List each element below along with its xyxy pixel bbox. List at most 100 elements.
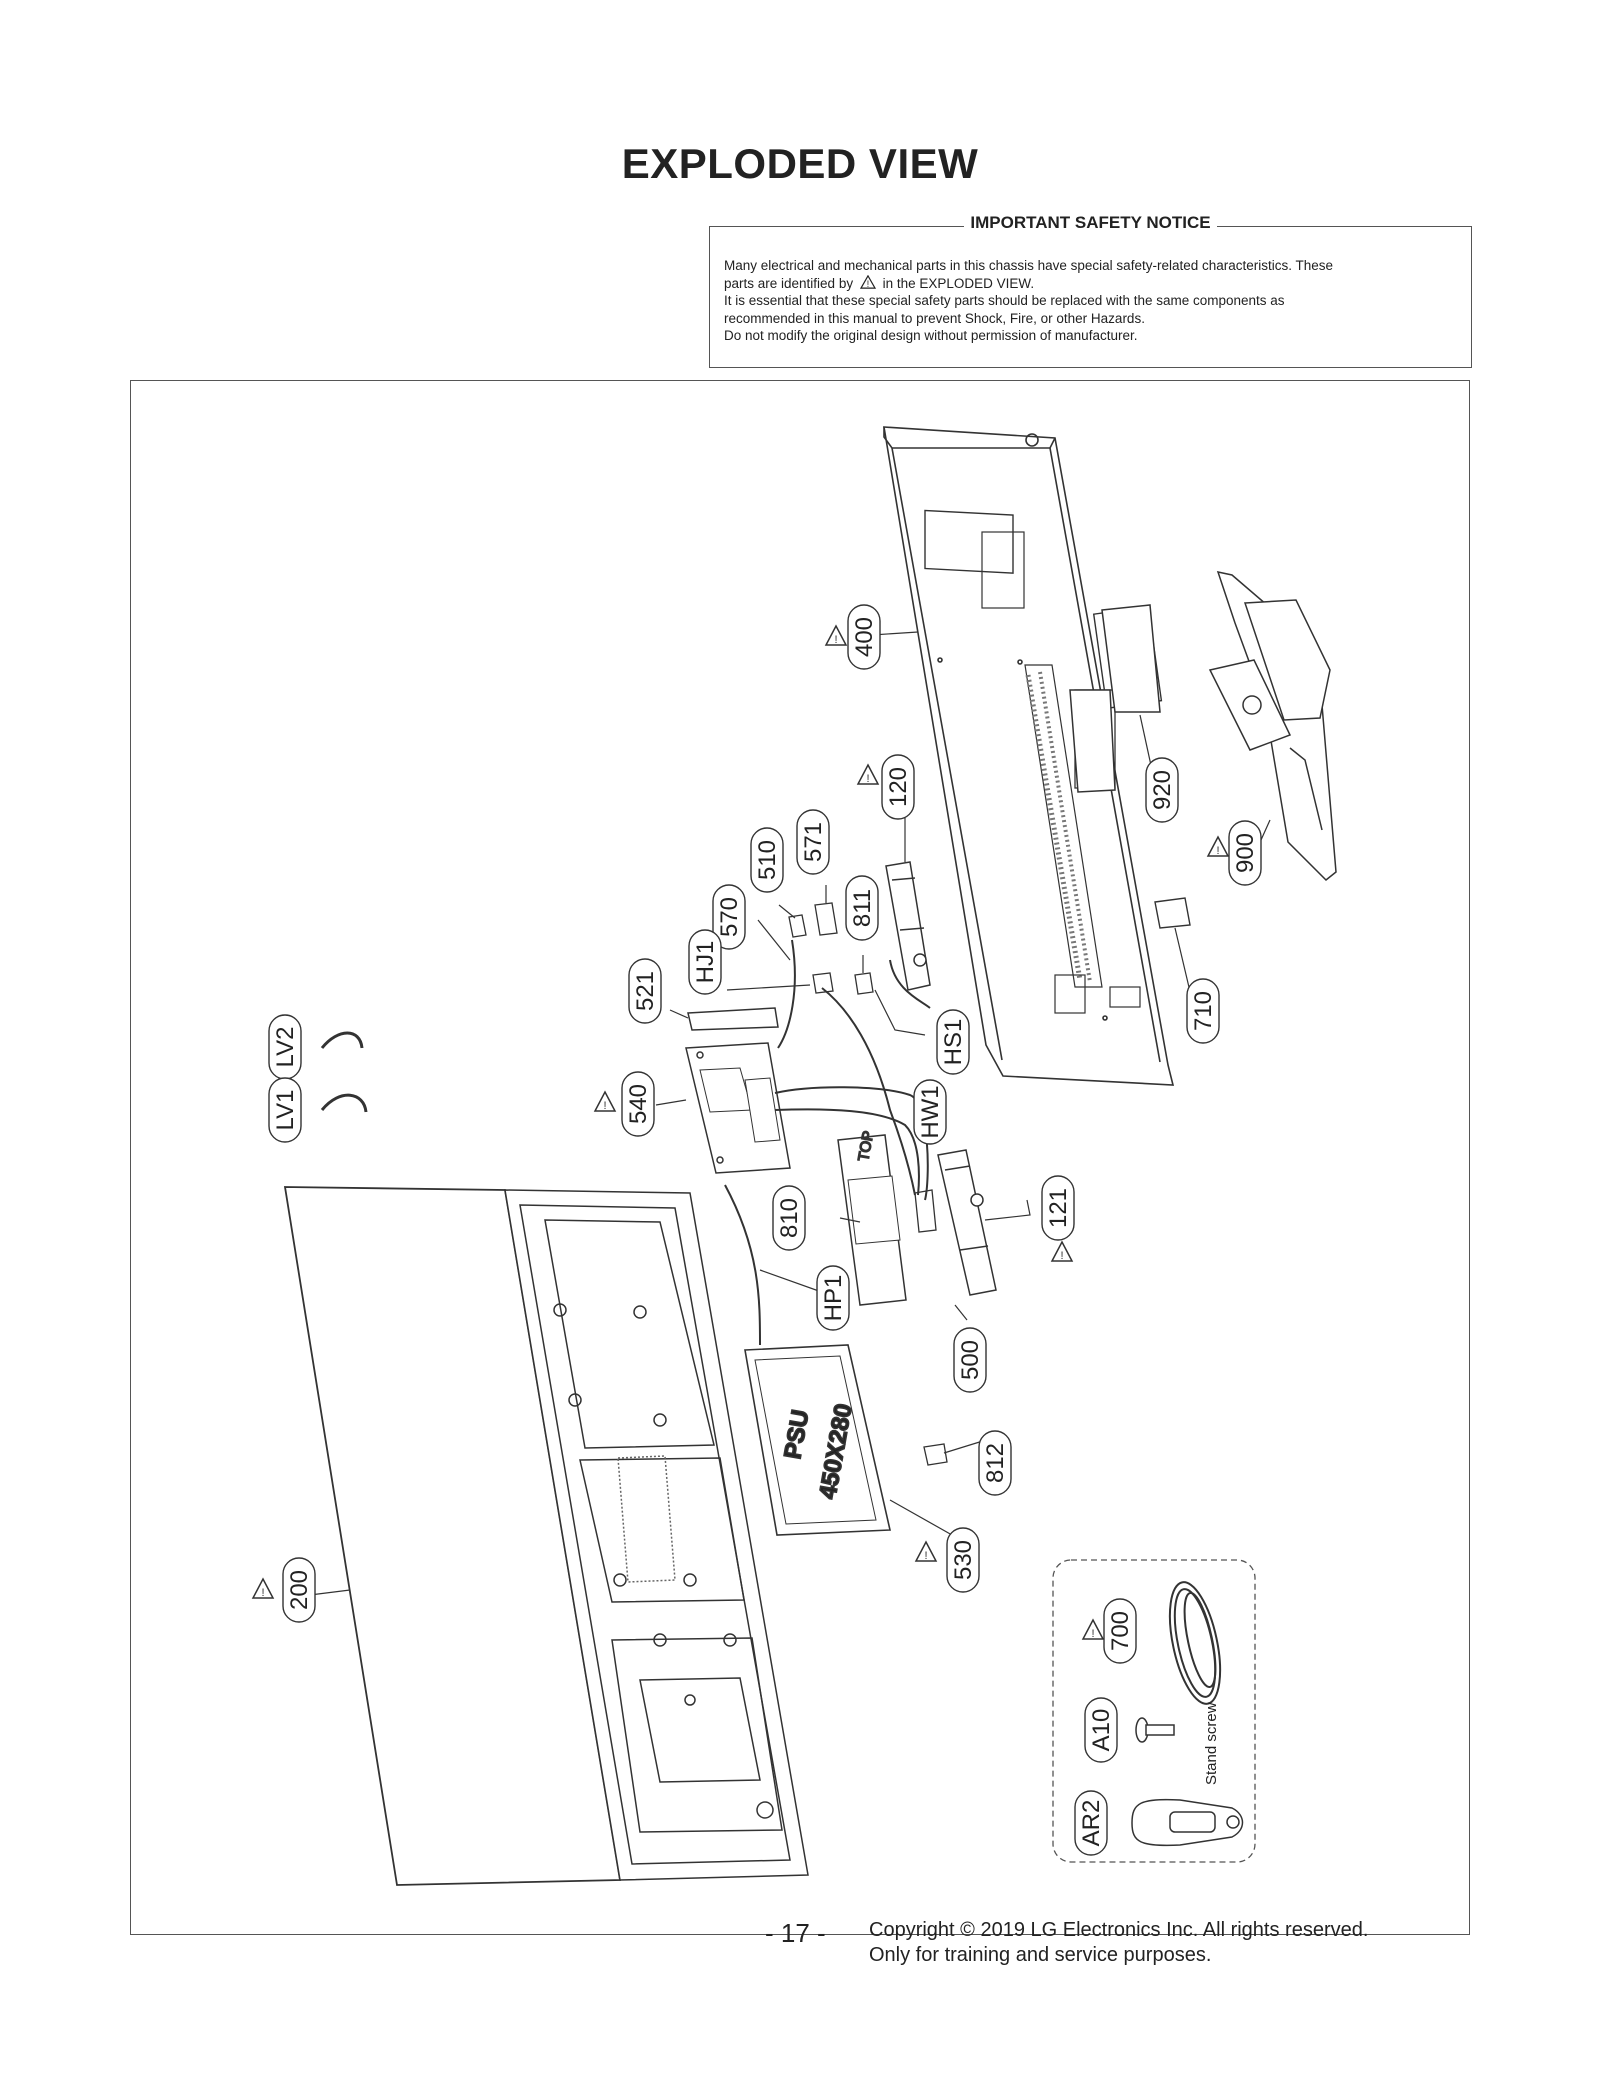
svg-text:!: ! [867, 278, 869, 288]
label-lv2: LV2 [268, 1014, 302, 1080]
notice-line-1: Many electrical and mechanical parts in … [724, 258, 1334, 273]
svg-text:812: 812 [982, 1443, 1009, 1483]
warning-triangle-icon [1207, 836, 1229, 858]
svg-text:900: 900 [1232, 833, 1259, 873]
svg-text:521: 521 [632, 971, 659, 1011]
top-mark: TOP [855, 1130, 877, 1163]
label-hp1: HP1 [816, 1265, 850, 1331]
svg-text:810: 810 [776, 1198, 803, 1238]
wire-harnesses [724, 939, 931, 1346]
warning-triangle-icon [1082, 1619, 1104, 1641]
svg-text:530: 530 [950, 1540, 977, 1580]
svg-text:LV1: LV1 [272, 1090, 299, 1131]
label-811: 811 [845, 875, 879, 941]
svg-text:LV2: LV2 [272, 1027, 299, 1068]
warning-triangle-icon [252, 1578, 274, 1600]
copyright-line-2: Only for training and service purposes. [869, 1944, 1212, 1966]
svg-text:571: 571 [800, 822, 827, 862]
label-hs1: HS1 [936, 1009, 970, 1075]
copyright-line-1: Copyright © 2019 LG Electronics Inc. All… [869, 1919, 1369, 1941]
page-number: - 17 - [765, 1918, 826, 1948]
label-521: 521 [628, 958, 662, 1024]
plate-710 [1154, 897, 1191, 929]
small-boards [788, 902, 948, 1466]
speaker-120 [885, 861, 931, 991]
label-a10: A10 [1084, 1697, 1118, 1763]
stand-screw-text: Stand screw [1203, 1702, 1220, 1785]
accessory-box [1052, 1559, 1256, 1863]
svg-text:811: 811 [849, 889, 876, 927]
notice-heading: IMPORTANT SAFETY NOTICE [964, 213, 1217, 232]
svg-text:HP1: HP1 [820, 1275, 847, 1322]
board-810: TOP [837, 1129, 907, 1306]
svg-text:710: 710 [1190, 991, 1217, 1031]
notice-line-4: recommended in this manual to prevent Sh… [724, 310, 1145, 326]
label-200: 200 [282, 1557, 316, 1623]
front-chassis [504, 1189, 809, 1881]
safety-notice: IMPORTANT SAFETY NOTICE Many electrical … [709, 213, 1472, 368]
label-hw1: HW1 [913, 1079, 947, 1145]
notice-line-2b: in the EXPLODED VIEW. [882, 275, 1035, 291]
lvds-cables [320, 1031, 368, 1113]
notice-line-2a: parts are identified by [724, 275, 854, 291]
label-lv1: LV1 [268, 1077, 302, 1143]
warning-triangle-icon [825, 625, 847, 647]
svg-text:A10: A10 [1088, 1709, 1115, 1752]
bracket-521 [687, 1007, 779, 1031]
speaker-121 [937, 1149, 997, 1296]
warning-triangle-icon [915, 1541, 937, 1563]
label-710: 710 [1186, 978, 1220, 1044]
warning-triangle-icon [1051, 1241, 1073, 1263]
back-cover [883, 426, 1175, 1086]
svg-text:120: 120 [885, 767, 912, 807]
label-810: 810 [772, 1185, 806, 1251]
label-920: 920 [1145, 757, 1179, 823]
svg-text:400: 400 [851, 617, 878, 657]
label-540: 540 [621, 1071, 655, 1137]
label-120: 120 [881, 754, 915, 820]
notice-body: Many electrical and mechanical parts in … [724, 257, 1457, 345]
notice-line-2: parts are identified by ! in the EXPLODE… [724, 274, 1457, 293]
svg-text:570: 570 [716, 897, 743, 937]
label-400: 400 [847, 604, 881, 670]
svg-text:510: 510 [754, 840, 781, 880]
label-hj1: HJ1 [688, 929, 722, 995]
svg-text:HS1: HS1 [940, 1019, 967, 1066]
label-530: 530 [946, 1527, 980, 1593]
copyright: Copyright © 2019 LG Electronics Inc. All… [869, 1918, 1368, 1968]
svg-text:200: 200 [286, 1570, 313, 1610]
label-121: 121 [1041, 1175, 1075, 1241]
svg-text:700: 700 [1107, 1611, 1134, 1651]
power-supply-530: PSU 450X280 [744, 1344, 891, 1536]
main-board-540 [685, 1042, 791, 1174]
remote-control-ar2 [1131, 1798, 1244, 1847]
notice-line-5: Do not modify the original design withou… [724, 328, 1138, 343]
power-cord-700 [1168, 1581, 1222, 1705]
stand-screw-a10 [1135, 1717, 1175, 1743]
svg-text:AR2: AR2 [1078, 1800, 1105, 1847]
warning-triangle-icon: ! [859, 274, 876, 288]
svg-text:HW1: HW1 [917, 1085, 944, 1138]
warning-triangle-icon [594, 1091, 616, 1113]
svg-text:HJ1: HJ1 [692, 941, 719, 984]
label-812: 812 [978, 1430, 1012, 1496]
part-labels: 400 120 571 510 570 811 HJ1 521 HS1 920 … [268, 604, 1262, 1856]
notice-line-3: It is essential that these special safet… [724, 293, 1285, 308]
svg-text:540: 540 [625, 1084, 652, 1124]
label-500: 500 [953, 1327, 987, 1393]
svg-text:920: 920 [1149, 770, 1176, 810]
label-700: 700 [1103, 1598, 1137, 1664]
page-title: EXPLODED VIEW [621, 140, 979, 187]
diagram-frame [130, 380, 1470, 1935]
svg-text:500: 500 [957, 1340, 984, 1380]
label-900: 900 [1228, 820, 1262, 886]
stand [1208, 570, 1337, 882]
label-510: 510 [750, 827, 784, 893]
label-ar2: AR2 [1074, 1790, 1108, 1856]
label-570: 570 [712, 884, 746, 950]
svg-text:121: 121 [1045, 1188, 1072, 1228]
plate-920 [1069, 604, 1161, 793]
label-571: 571 [796, 809, 830, 875]
warning-triangle-icon [857, 764, 879, 786]
